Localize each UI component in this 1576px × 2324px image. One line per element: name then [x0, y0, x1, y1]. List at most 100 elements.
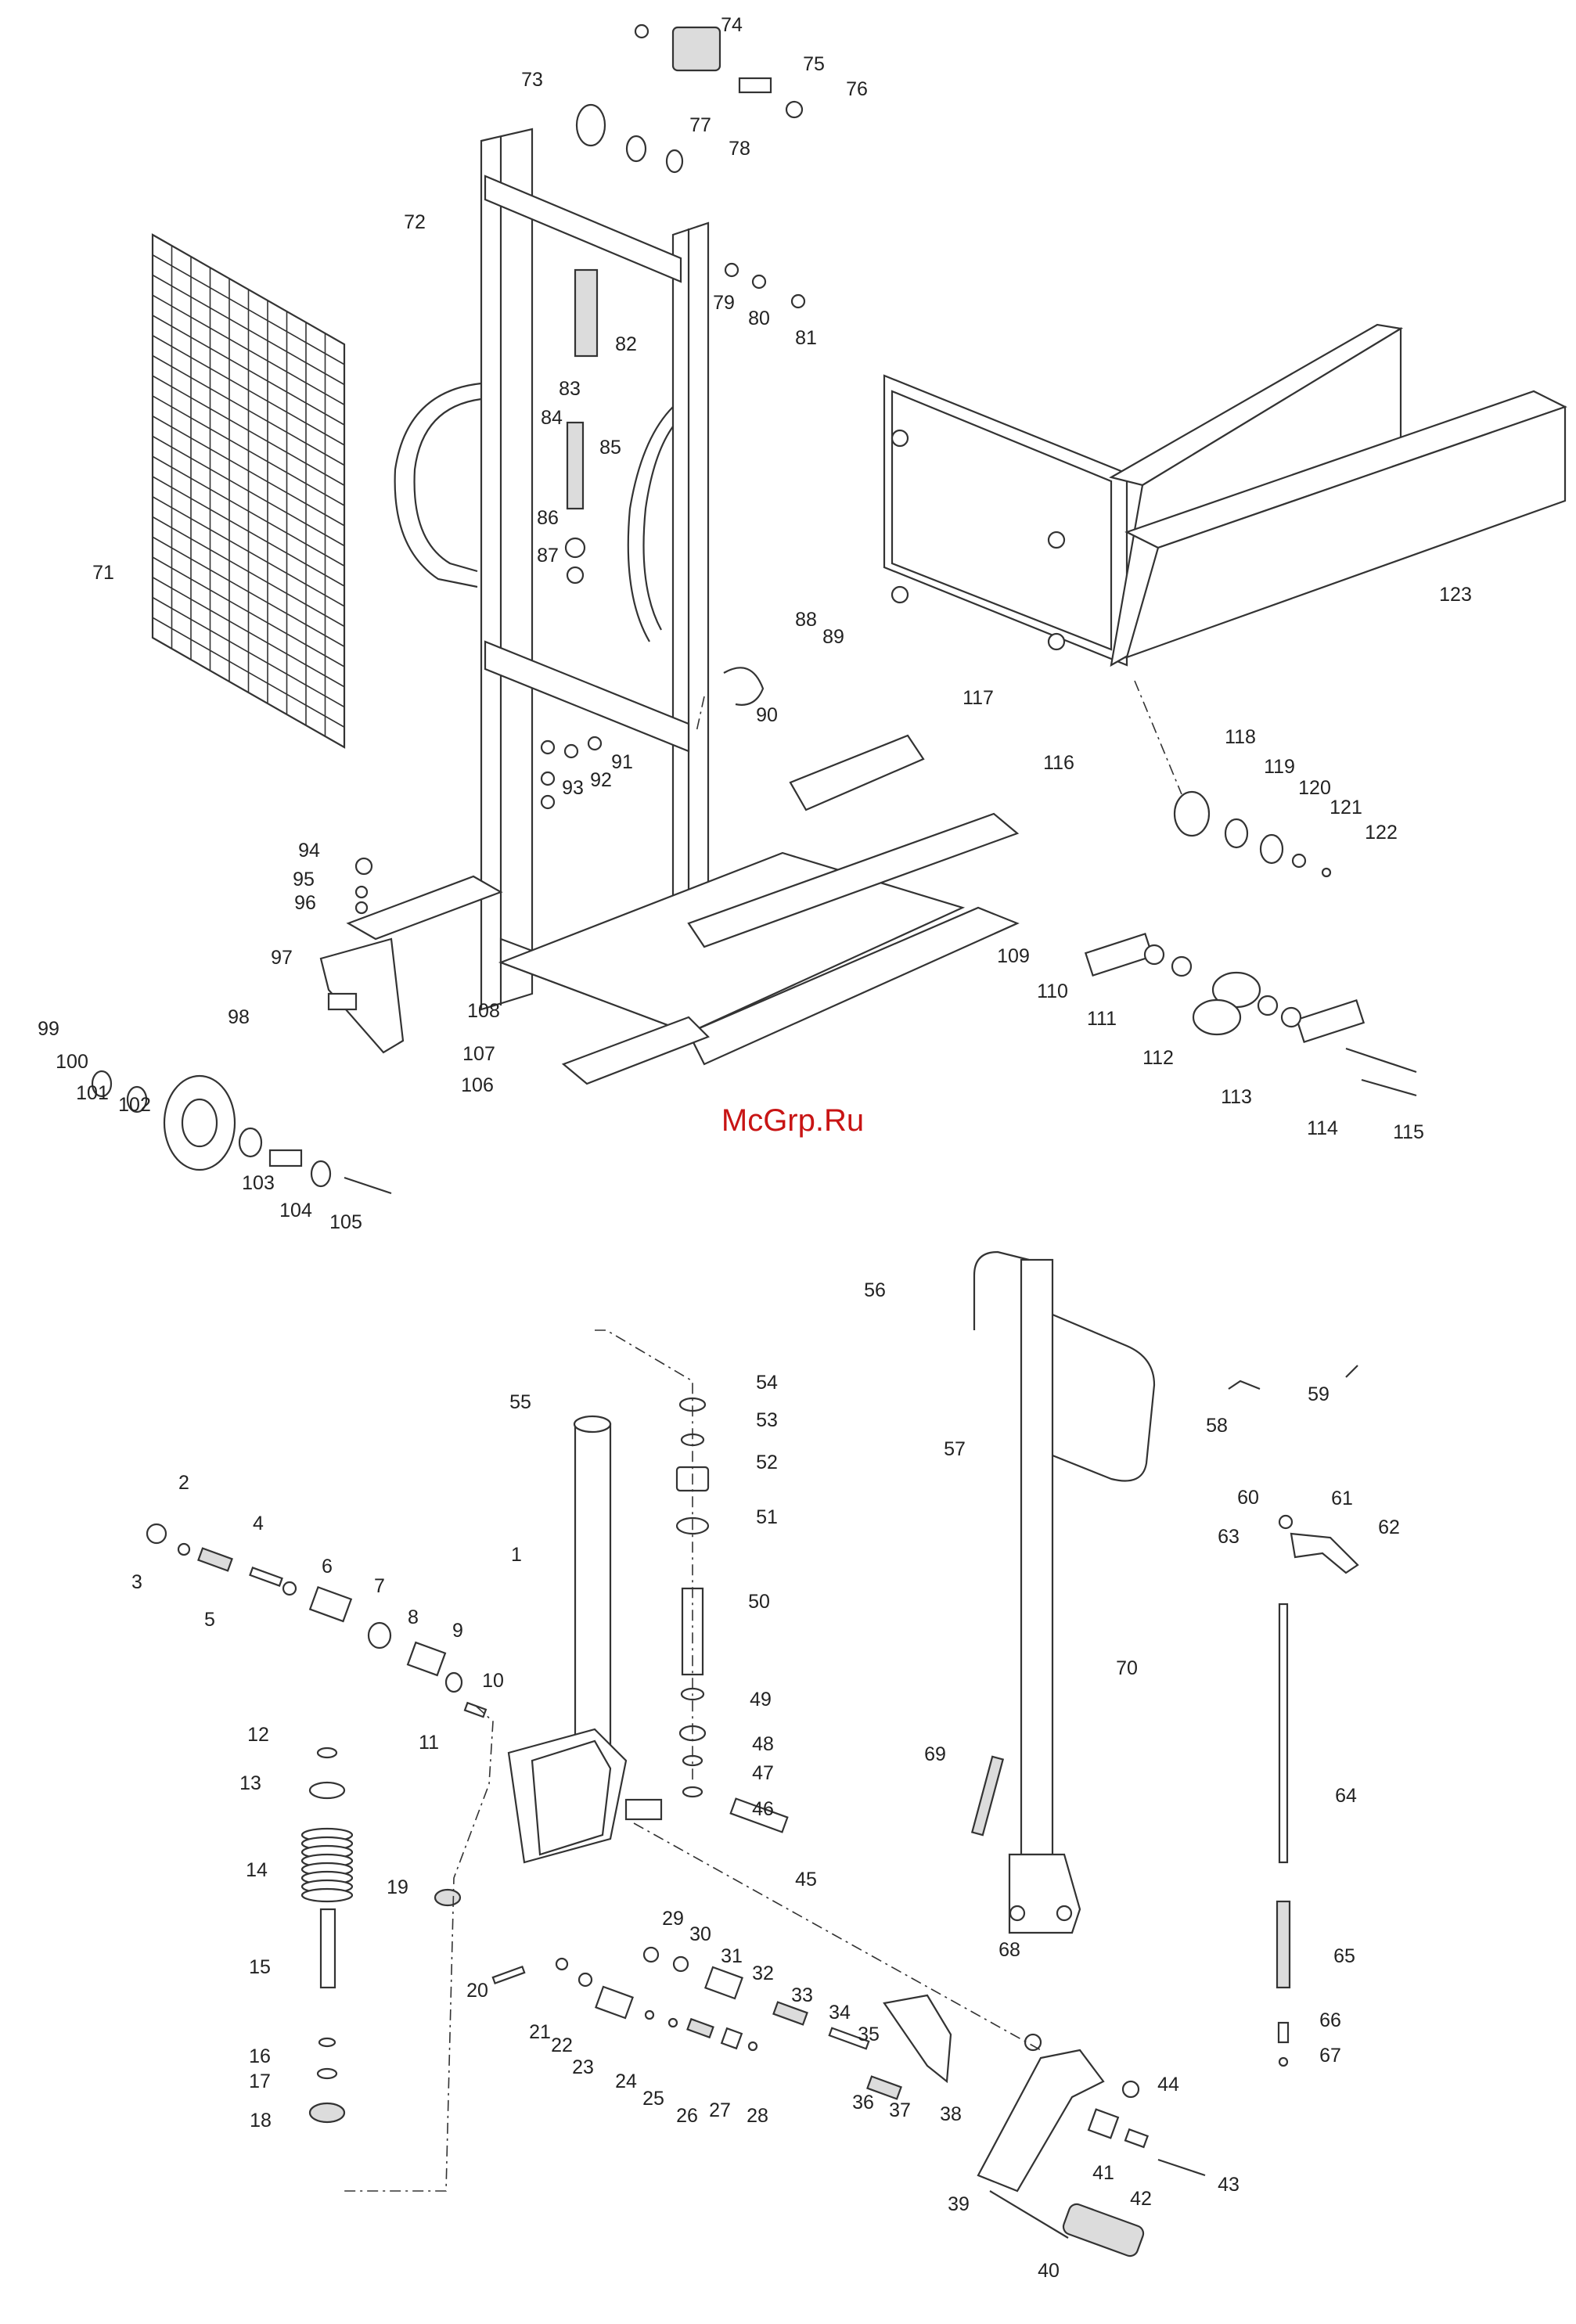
- part-number-label: 24: [615, 2070, 637, 2092]
- part-number-label: 27: [709, 2099, 731, 2121]
- part-number-label: 98: [228, 1006, 250, 1028]
- part-number-label: 60: [1237, 1487, 1259, 1509]
- part-number-label: 53: [756, 1409, 778, 1431]
- part-number-label: 74: [721, 14, 743, 36]
- part-number-label: 83: [559, 378, 581, 400]
- part-number-label: 82: [615, 333, 637, 355]
- part-number-label: 90: [756, 704, 778, 726]
- part-number-label: 15: [249, 1956, 271, 1978]
- part-number-label: 73: [521, 69, 543, 91]
- part-number-label: 79: [713, 292, 735, 314]
- part-number-label: 54: [756, 1372, 778, 1394]
- part-number-label: 69: [924, 1743, 946, 1765]
- part-number-label: 89: [822, 626, 844, 648]
- part-number-label: 115: [1393, 1121, 1424, 1143]
- part-number-label: 114: [1307, 1117, 1338, 1139]
- upper-assembly-drawing: [91, 23, 1567, 1195]
- part-number-label: 112: [1142, 1047, 1174, 1069]
- part-number-label: 39: [948, 2193, 970, 2215]
- release-valve-parts: [146, 1523, 488, 1718]
- part-number-label: 105: [329, 1211, 362, 1233]
- part-number-label: 11: [419, 1732, 439, 1754]
- part-number-label: 18: [250, 2110, 272, 2132]
- part-number-label: 12: [247, 1724, 269, 1746]
- part-number-label: 4: [253, 1513, 264, 1534]
- part-number-label: 61: [1331, 1488, 1353, 1509]
- part-number-label: 84: [541, 407, 563, 429]
- part-number-label: 10: [482, 1670, 504, 1692]
- pump-valve-parts: [434, 1797, 952, 2100]
- part-number-label: 94: [298, 840, 320, 862]
- part-number-label: 68: [998, 1939, 1020, 1961]
- part-number-label: 8: [408, 1606, 419, 1628]
- part-number-label: 56: [864, 1279, 886, 1301]
- part-number-label: 35: [858, 2024, 880, 2045]
- part-number-label: 65: [1333, 1945, 1355, 1967]
- part-number-label: 91: [611, 751, 633, 773]
- part-number-label: 57: [944, 1438, 966, 1460]
- part-number-label: 63: [1218, 1526, 1240, 1548]
- part-number-label: 59: [1308, 1383, 1330, 1405]
- safety-mesh: [151, 233, 346, 749]
- part-number-label: 58: [1206, 1415, 1228, 1437]
- part-number-label: 103: [242, 1172, 275, 1194]
- part-number-label: 64: [1335, 1785, 1357, 1807]
- part-number-label: 23: [572, 2056, 594, 2078]
- part-number-label: 85: [599, 437, 621, 459]
- part-number-label: 6: [322, 1556, 333, 1578]
- part-number-label: 1: [511, 1544, 522, 1566]
- part-number-label: 40: [1038, 2260, 1060, 2282]
- part-number-label: 102: [118, 1094, 151, 1116]
- part-number-label: 123: [1439, 584, 1472, 606]
- part-number-label: 119: [1264, 756, 1295, 778]
- part-number-label: 81: [795, 327, 817, 349]
- part-number-label: 29: [662, 1908, 684, 1930]
- part-number-label: 122: [1365, 822, 1398, 844]
- part-number-label: 121: [1330, 797, 1362, 818]
- part-number-label: 96: [294, 892, 316, 914]
- part-number-label: 88: [795, 609, 817, 631]
- mast-base: [346, 734, 1020, 1085]
- part-number-label: 21: [529, 2021, 551, 2043]
- fork-carriage: [883, 323, 1567, 667]
- rear-wheel-group: [91, 857, 405, 1195]
- part-number-label: 70: [1116, 1657, 1138, 1679]
- part-number-label: 36: [852, 2092, 874, 2114]
- part-number-label: 95: [293, 869, 315, 890]
- part-number-label: 101: [76, 1082, 109, 1104]
- part-number-label: 50: [748, 1591, 770, 1613]
- support-roller-set: [1084, 932, 1417, 1097]
- part-number-label: 67: [1319, 2045, 1341, 2067]
- spring-stack: [300, 1747, 354, 2124]
- part-number-label: 87: [537, 545, 559, 567]
- part-number-label: 25: [642, 2088, 664, 2110]
- part-number-label: 46: [752, 1798, 774, 1820]
- part-number-label: 92: [590, 769, 612, 791]
- part-number-label: 110: [1037, 980, 1068, 1002]
- part-number-label: 7: [374, 1575, 385, 1597]
- part-number-label: 66: [1319, 2009, 1341, 2031]
- part-number-label: 78: [729, 138, 750, 160]
- top-pulley-group: [575, 23, 804, 174]
- fork-roller-group: [1173, 790, 1332, 878]
- part-number-label: 45: [795, 1869, 817, 1890]
- part-number-label: 14: [246, 1859, 268, 1881]
- part-number-label: 108: [467, 1000, 500, 1022]
- mast-hardware: [540, 262, 806, 810]
- part-number-label: 48: [752, 1733, 774, 1755]
- part-number-label: 43: [1218, 2174, 1240, 2196]
- part-number-label: 109: [997, 945, 1030, 967]
- part-number-label: 120: [1298, 777, 1331, 799]
- part-number-label: 3: [131, 1571, 142, 1593]
- part-number-label: 62: [1378, 1516, 1400, 1538]
- part-number-label: 16: [249, 2045, 271, 2067]
- part-number-label: 31: [721, 1945, 743, 1967]
- part-number-label: 2: [178, 1472, 189, 1494]
- foot-pedal: [977, 2033, 1206, 2257]
- part-number-label: 19: [387, 1876, 408, 1898]
- part-number-label: 80: [748, 308, 770, 329]
- part-number-label: 106: [461, 1074, 494, 1096]
- part-number-label: 32: [752, 1962, 774, 1984]
- part-number-label: 30: [689, 1923, 711, 1945]
- part-number-label: 22: [551, 2034, 573, 2056]
